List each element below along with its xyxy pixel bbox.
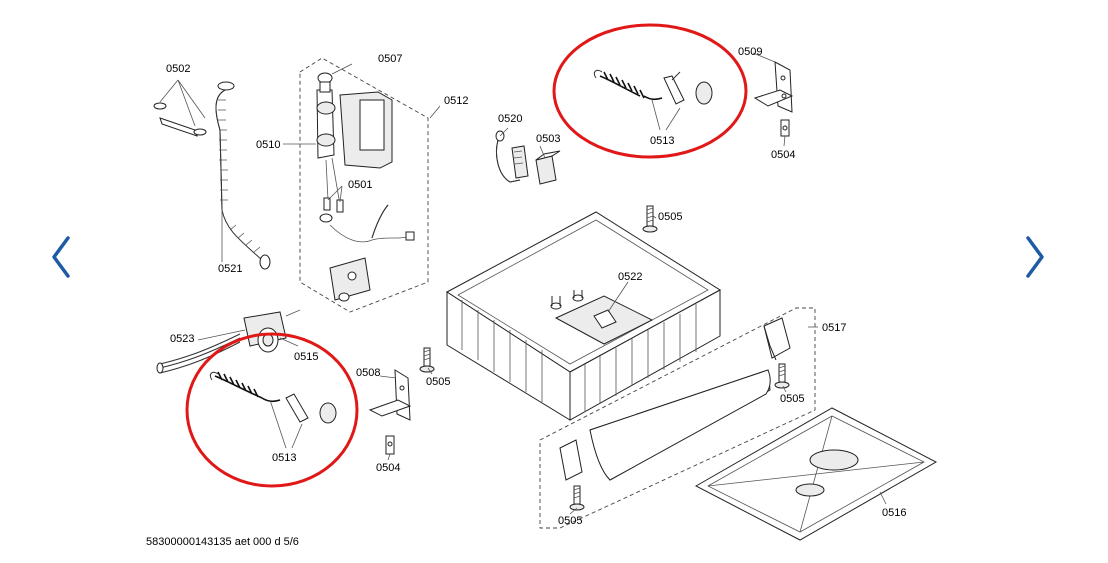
- label-0513-bottom: 0513: [272, 452, 296, 464]
- screw-0505-mid: [419, 347, 435, 373]
- highlight-ellipse-bottom: [185, 332, 359, 488]
- base-plate-0516: [694, 407, 938, 541]
- chevron-left-icon: [52, 236, 70, 278]
- label-0504-bottom: 0504: [376, 462, 400, 474]
- label-0502: 0502: [166, 63, 190, 75]
- base-tub-0522: [446, 211, 721, 421]
- hinge-bracket-0509: [753, 61, 794, 137]
- screw-0505-bottom: [569, 485, 585, 511]
- label-0504-top: 0504: [771, 149, 795, 161]
- label-0523: 0523: [170, 333, 194, 345]
- label-0512: 0512: [444, 95, 468, 107]
- label-0510: 0510: [256, 139, 280, 151]
- leader-lines: [197, 52, 887, 515]
- kickplate-group-0517: [539, 307, 816, 529]
- label-0513-top: 0513: [650, 135, 674, 147]
- label-0501: 0501: [348, 179, 372, 191]
- drain-hose-0521: [215, 81, 271, 270]
- label-0515: 0515: [294, 351, 318, 363]
- connector-0503: [535, 150, 561, 185]
- tube-0502: [153, 79, 207, 137]
- label-0509: 0509: [738, 46, 762, 58]
- label-0507: 0507: [378, 53, 402, 65]
- label-0520: 0520: [498, 113, 522, 125]
- label-0505-mid: 0505: [426, 376, 450, 388]
- label-0508: 0508: [356, 367, 380, 379]
- label-0522: 0522: [618, 271, 642, 283]
- label-0516: 0516: [882, 507, 906, 519]
- drawing-id-text: 58300000143135 aet 000 d 5/6: [146, 536, 299, 548]
- label-0517: 0517: [822, 322, 846, 334]
- hinge-bracket-0508: [368, 369, 412, 455]
- label-0505-bottom: 0505: [558, 515, 582, 527]
- connector-0520: [495, 130, 529, 183]
- label-0505-top: 0505: [658, 211, 682, 223]
- screw-0505-right: [774, 363, 790, 389]
- highlight-ellipse-top: [552, 23, 748, 159]
- label-0505-right: 0505: [780, 393, 804, 405]
- next-image-button[interactable]: [1020, 232, 1050, 282]
- inlet-assembly-0512: [299, 57, 429, 313]
- previous-image-button[interactable]: [46, 232, 76, 282]
- screw-0505-top: [642, 205, 658, 233]
- label-0521: 0521: [218, 263, 242, 275]
- spring-kit-0513-top: [593, 69, 713, 131]
- chevron-right-icon: [1026, 236, 1044, 278]
- label-0503: 0503: [536, 133, 560, 145]
- spring-kit-0513-bottom: [209, 371, 337, 449]
- part-labels: 0502 0507 0512 0510 0501 0521 0520 0503 …: [166, 46, 906, 527]
